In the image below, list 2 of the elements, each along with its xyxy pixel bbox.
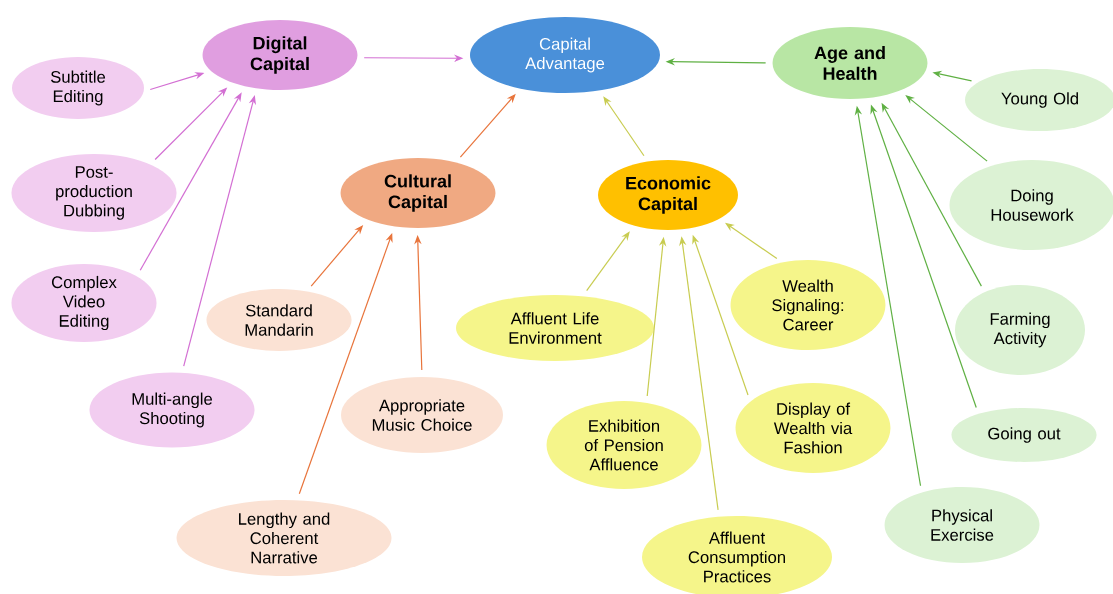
arrow (586, 231, 630, 292)
arrow (603, 96, 645, 157)
